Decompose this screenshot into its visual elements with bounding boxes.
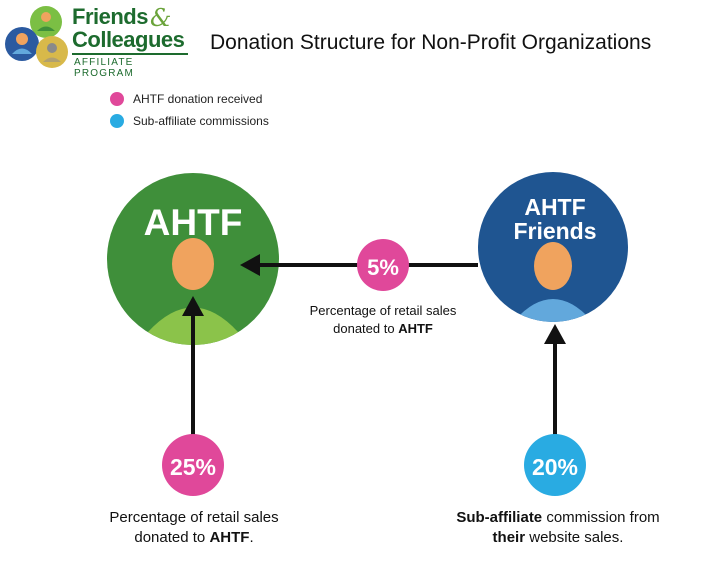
legend-label: Sub-affiliate commissions (133, 114, 269, 128)
badge-5-value: 5% (367, 255, 399, 280)
caption-right-line2: their website sales. (438, 528, 678, 548)
caption-left-suffix: . (249, 529, 254, 547)
legend-dot-blue (110, 114, 124, 128)
ahtf-person-head (172, 238, 214, 290)
legend-label: AHTF donation received (133, 92, 263, 106)
legend-item-sub-affiliate: Sub-affiliate commissions (110, 114, 269, 128)
caption-right: Sub-affiliate commission from their webs… (438, 508, 678, 549)
caption-middle: Percentage of retail sales donated to AH… (288, 302, 478, 337)
caption-right-bold1: Sub-affiliate (456, 509, 543, 526)
legend-dot-pink (110, 92, 124, 106)
people-icon (5, 6, 68, 68)
ahtf-label: AHTF (144, 202, 243, 243)
badge-5-percent: 5% (357, 239, 409, 291)
friends-person-body (515, 299, 591, 322)
legend-item-ahtf-donation: AHTF donation received (110, 92, 262, 106)
caption-left: Percentage of retail sales donated to AH… (88, 508, 300, 549)
logo-word-colleagues: Colleagues (72, 27, 185, 52)
badge-20-percent: 20% (524, 434, 586, 496)
friends-label-line1: AHTF (524, 194, 585, 220)
badge-25-value: 25% (170, 454, 216, 480)
caption-right-bold2: their (492, 529, 526, 547)
caption-middle-bold: AHTF (398, 320, 433, 336)
logo-affiliate-program: AFFILIATE PROGRAM (74, 57, 135, 79)
caption-left-line2: donated to AHTF. (88, 528, 300, 548)
caption-right-suffix1: commission from (542, 509, 660, 526)
ahtf-friends-node: AHTF Friends (478, 172, 628, 322)
friends-colleagues-logo: Friends & Colleagues AFFILIATE PROGRAM (2, 2, 197, 79)
caption-left-line1: Percentage of retail sales (109, 509, 279, 526)
logo-word-friends: Friends (72, 4, 148, 29)
caption-middle-prefix: donated to (333, 320, 399, 336)
logo-ampersand: & (150, 4, 172, 32)
caption-middle-line1: Percentage of retail sales (309, 303, 457, 318)
caption-left-prefix: donated to (134, 529, 210, 547)
badge-20-value: 20% (532, 454, 578, 480)
caption-right-line1: Sub-affiliate commission from (438, 508, 678, 528)
arrowhead-up-left (182, 296, 204, 316)
arrowhead-up-right (544, 324, 566, 344)
caption-middle-line2: donated to AHTF (288, 320, 478, 338)
caption-left-bold: AHTF (209, 529, 250, 547)
arrowhead-left (240, 254, 260, 276)
badge-25-percent: 25% (162, 434, 224, 496)
caption-right-suffix2: website sales. (525, 529, 624, 547)
arrow-20-to-friends (544, 324, 566, 438)
ahtf-node: AHTF (107, 173, 279, 345)
logo-underline (72, 53, 188, 55)
arrow-25-to-ahtf (182, 296, 204, 438)
page-title: Donation Structure for Non-Profit Organi… (210, 31, 652, 54)
friends-person-head (534, 242, 572, 290)
friends-label-line2: Friends (513, 218, 596, 244)
